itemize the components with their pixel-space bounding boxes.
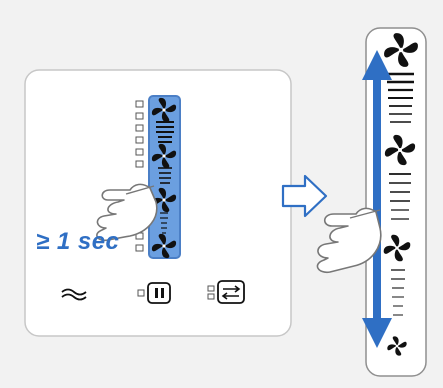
fan-speed-scale bbox=[383, 33, 418, 356]
led bbox=[135, 160, 144, 168]
fan-speed-slider[interactable] bbox=[148, 95, 181, 259]
airflow-wave-icon[interactable] bbox=[61, 288, 87, 301]
swap-direction-button[interactable] bbox=[207, 280, 245, 304]
pause-button[interactable] bbox=[137, 282, 171, 304]
led bbox=[135, 100, 144, 108]
led bbox=[135, 124, 144, 132]
hand-pointer-icon bbox=[96, 183, 158, 242]
hold-duration-label: ≥ 1 sec bbox=[36, 228, 120, 255]
led bbox=[135, 148, 144, 156]
right-arrow-icon bbox=[281, 174, 328, 218]
hand-pointer-icon bbox=[316, 207, 382, 274]
double-arrow-icon bbox=[362, 50, 392, 348]
led bbox=[135, 136, 144, 144]
led bbox=[135, 244, 144, 252]
led bbox=[135, 112, 144, 120]
